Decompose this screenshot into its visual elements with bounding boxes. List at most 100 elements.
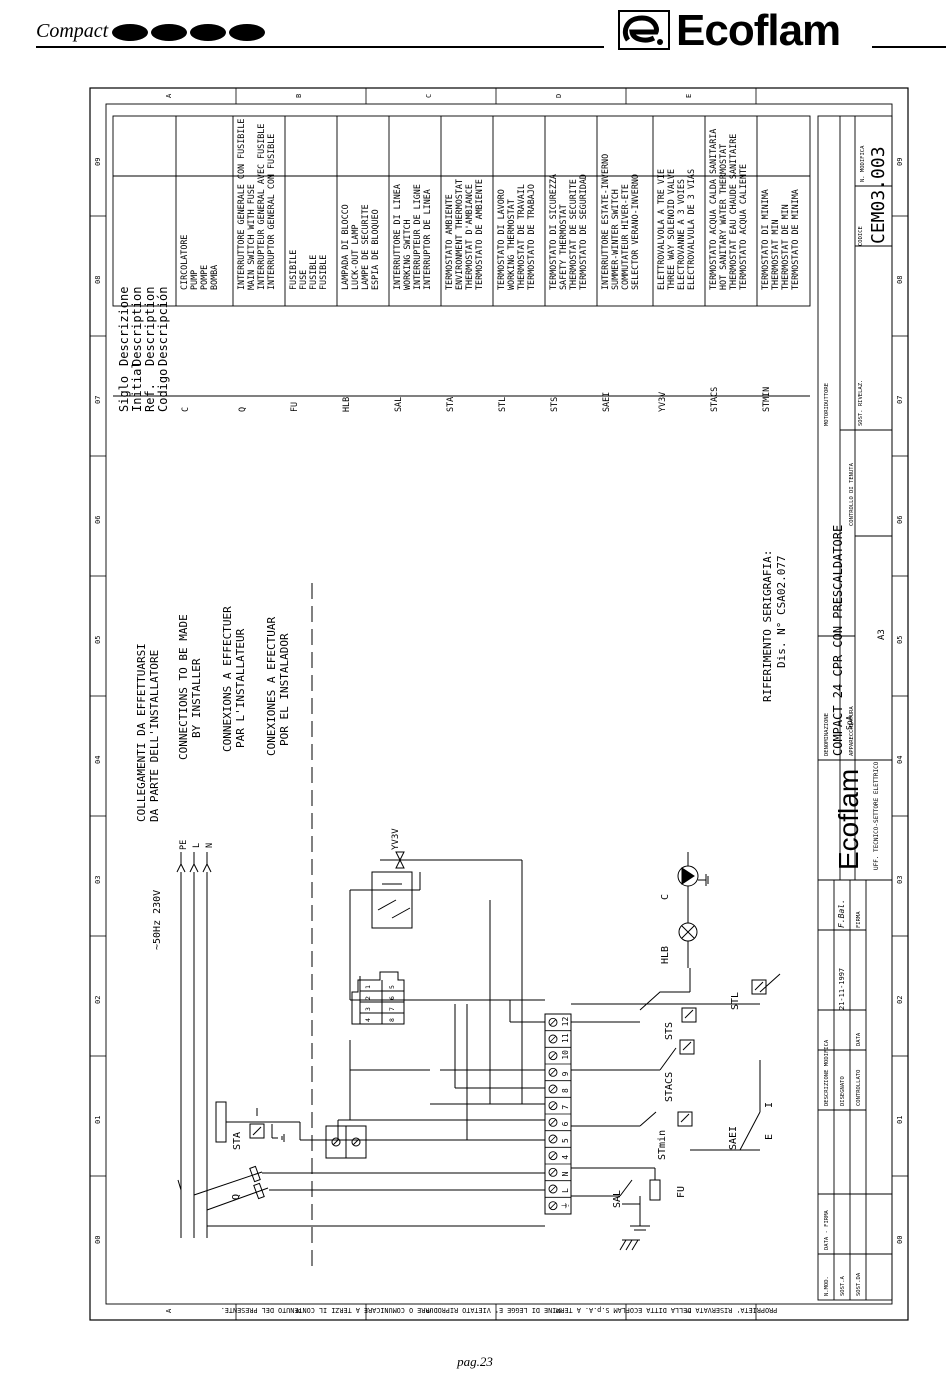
legend-table [112, 115, 811, 307]
legend-desc-line: POMPE [199, 265, 209, 290]
legend-desc-line: TERMOSTATO DE MINIMA [790, 189, 800, 290]
legend-code: FU [289, 402, 299, 412]
row-letter: C [425, 1309, 433, 1313]
label-hlb: HLB [660, 946, 671, 964]
legend-desc-line: TERMOSTATO AMBIENTE [444, 194, 454, 290]
column-number: 07 [896, 396, 904, 404]
svg-text:APPARECCHIATURA: APPARECCHIATURA [849, 706, 855, 756]
column-number: 04 [896, 756, 904, 764]
svg-text:CONTROLLATO: CONTROLLATO [856, 1070, 862, 1106]
column-number: 04 [94, 756, 102, 764]
row-letter: D [555, 1309, 563, 1313]
legend-desc-line: INTERRUPTOR DE LINEA [422, 189, 432, 290]
legend-desc-line: SUMMER-WINTER SWITCH [610, 189, 620, 290]
legend-desc-line: INTERRUTTORE DI LINEA [392, 184, 402, 290]
terminal-label: 9 [561, 1071, 570, 1076]
title-signature: F.Bal. [837, 899, 846, 928]
sts-thermostat-icon [571, 991, 697, 1023]
legend-desc-line: HOT SANITARY WATER THERMOSTAT [718, 144, 728, 290]
column-numbers-left: 00 01 02 03 04 05 06 07 08 09 [94, 158, 102, 1244]
page-header: Compact Ecoflam [0, 0, 950, 70]
column-number: 09 [94, 158, 102, 166]
legend-desc-line: THERMOSTAT EAU CHAUDE SANITAIRE [728, 134, 738, 290]
legend-desc-line: INTERRUPTEUR DE LIGNE [412, 184, 422, 290]
legend-desc-line: WORKING SWITCH [402, 219, 412, 290]
title-denominazione: COMPACT 24 CPR CON PRESCALDATORE [831, 525, 845, 756]
page-number: pag.23 [457, 1354, 493, 1369]
column-number: 09 [896, 158, 904, 166]
row-letter: E [685, 94, 693, 98]
label-saei: SAEI [728, 1126, 739, 1150]
stacs-thermostat-icon [571, 1039, 695, 1071]
motor-connector-icon [351, 971, 405, 1025]
terminal-label: 4 [561, 1155, 570, 1160]
series-dots-icon [112, 24, 265, 41]
terminal-label: L [561, 1188, 570, 1193]
legend-code: HLB [341, 397, 351, 412]
legend-desc-line: ELECTROVANNE A 3 VOIES [676, 179, 686, 290]
svg-text:PE: PE [179, 840, 189, 850]
note-line: POR EL INSTALADOR [278, 633, 291, 746]
legend-header-code: Codigo [156, 369, 170, 412]
outer-frame [89, 87, 909, 1321]
serigraphy-reference: RIFERIMENTO SERIGRAFIA: Dis. N° CSA02.07… [761, 550, 788, 702]
note-line: CONEXIONES A EFECTUAR [265, 617, 278, 756]
terminal-label: 7 [561, 1105, 570, 1110]
svg-text:8: 8 [388, 1018, 396, 1022]
legend-desc-line: THERMOSTAT DE TRAVAIL [516, 184, 526, 290]
legend-header-desc: Descripción [156, 287, 170, 366]
legend-header: Siglo Initial Ref. Codigo Descrizione De… [117, 287, 170, 412]
ecoflam-logo-icon [618, 10, 670, 50]
note-line: CONNECTIONS TO BE MADE [177, 614, 190, 760]
terminal-screw-icon [548, 1167, 558, 1177]
row-letter: A [165, 1308, 173, 1313]
title-block-text: Ecoflam SpA UFF. TECNICO-SETTORE ELETTRI… [824, 145, 889, 1296]
legend-code: STL [497, 397, 507, 412]
legend-desc-line: COMMUTATEUR HIVER-ETE [620, 184, 630, 290]
terminal-label: 11 [561, 1033, 570, 1043]
column-number: 00 [94, 1236, 102, 1244]
svg-text:SOST.DA: SOST.DA [856, 1272, 862, 1296]
svg-text:DESCRIZIONE MODIFICA: DESCRIZIONE MODIFICA [824, 1039, 830, 1106]
legend-desc-line: THERMOSTAT DE MIN [780, 204, 790, 290]
terminal-screw-icon [548, 1017, 558, 1027]
row-letter: A [165, 93, 173, 98]
legend-desc-line: THERMOSTAT DE SECURITE [568, 179, 578, 290]
svg-text:RIFERIMENTO SERIGRAFIA:: RIFERIMENTO SERIGRAFIA: [761, 550, 774, 702]
svg-text:CODICE: CODICE [858, 226, 864, 246]
note-line: BY INSTALLER [190, 658, 203, 738]
legend-header-code: Siglo [117, 376, 131, 412]
svg-text:7: 7 [388, 1007, 396, 1011]
label-sts: STS [664, 1022, 675, 1040]
legend-desc-line: TERMOSTATO DI MINIMA [760, 189, 770, 290]
legend-header-desc: Description [143, 287, 157, 366]
svg-text:5: 5 [388, 985, 396, 989]
legend-desc-line: FUSIBILE [288, 250, 298, 290]
legend-desc-line: WORKING THERMOSTAT [506, 199, 516, 290]
legend-code: STACS [709, 387, 719, 412]
fu-fuse-icon [571, 1167, 661, 1201]
svg-text:DISEGNATO: DISEGNATO [840, 1076, 846, 1106]
terminal-label: ⏚ [561, 1202, 570, 1210]
legend-desc-line: LUCK-OUT LAMP [350, 224, 360, 290]
q-main-switch-icon [177, 1165, 269, 1211]
svg-text:MOTORIDUTTORE: MOTORIDUTTORE [824, 383, 830, 426]
svg-text:Dis. N° CSA02.077: Dis. N° CSA02.077 [775, 555, 788, 668]
legend-desc-line: TERMOSTATO DE SEGURIDAD [578, 174, 588, 290]
row-letter: C [425, 94, 433, 98]
title-block [817, 115, 893, 1301]
legend-desc-line: INTERRUTTORE ESTATE-INVERNO [600, 154, 610, 290]
svg-text:DATA: DATA [856, 1032, 862, 1046]
legend-code: STMIN [761, 387, 771, 412]
legend-desc-line: LAMPE DE SECURITE [360, 204, 370, 290]
note-line: COLLEGAMENTI DA EFFETTUARSI [135, 643, 148, 822]
c-pump-icon [677, 852, 709, 906]
header-rule-right [872, 46, 946, 48]
terminal-label: 8 [561, 1088, 570, 1093]
svg-text:CONTROLLO DI TENUTA: CONTROLLO DI TENUTA [849, 462, 855, 526]
svg-text:2: 2 [364, 996, 372, 1000]
column-numbers-right: 00 01 02 03 04 05 06 07 08 09 [896, 158, 904, 1244]
legend-desc-line: INTERRUTTORE GENERALE CON FUSIBILE [236, 119, 246, 290]
title-code: CEM03.003 [868, 146, 889, 244]
